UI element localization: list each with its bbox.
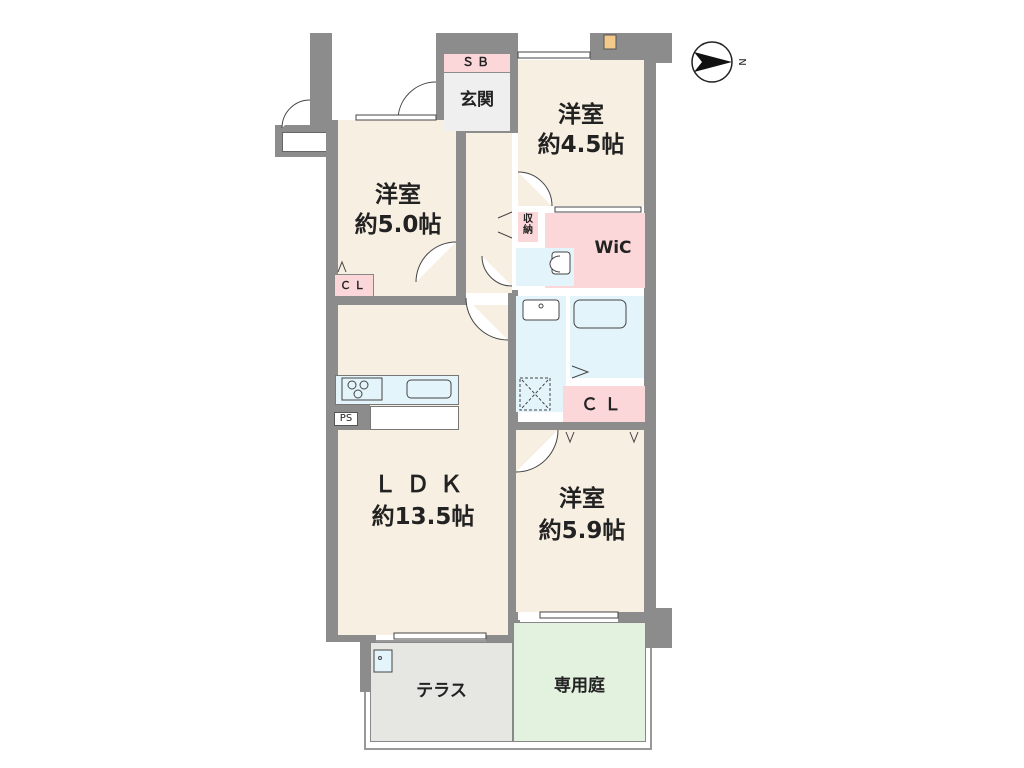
storage-label: 収納 — [518, 214, 538, 236]
wall-main-left — [326, 120, 338, 642]
wall-room59-top — [510, 422, 646, 430]
shoe-box-area — [444, 54, 510, 72]
wall-terrace-left — [360, 640, 370, 692]
wall-corridor-top — [456, 128, 466, 328]
western-room-5-9-size: 約5.9帖 — [538, 518, 626, 544]
western-room-5-0-size: 約5.0帖 — [354, 212, 442, 238]
western-room-5-0 — [338, 120, 456, 298]
private-garden-area — [513, 622, 646, 742]
western-room-5-9-name: 洋室 — [559, 486, 605, 512]
storage-area — [518, 212, 538, 242]
terrace-label: テラス — [416, 681, 467, 701]
wall-ldk-top — [326, 296, 462, 305]
terrace-area — [370, 642, 513, 742]
ldk-area — [338, 305, 508, 635]
compass-north-label: N — [736, 58, 747, 66]
compass-icon — [691, 41, 733, 83]
entrance-area — [444, 73, 510, 131]
western-room-5-0-name: 洋室 — [375, 182, 421, 208]
ldk-name: ＬＤＫ — [373, 472, 473, 498]
closet-2-label: ＣＬ — [581, 395, 627, 415]
entrance-label: 玄関 — [460, 90, 494, 110]
wall-right — [644, 55, 656, 620]
shoe-box-label: ＳＢ — [461, 55, 492, 69]
ldk-size: 約13.5帖 — [371, 504, 475, 530]
pipe-space-label: PS — [334, 412, 358, 426]
storage-text: 収納 — [523, 214, 533, 236]
private-garden-label: 専用庭 — [554, 676, 605, 696]
walk-in-closet-label: WiC — [594, 238, 632, 258]
closet-1-label: ＣＬ — [340, 279, 368, 292]
western-room-4-5-name: 洋室 — [558, 102, 604, 128]
closet-2-area — [563, 386, 645, 424]
kitchen-lower-counter — [370, 406, 459, 430]
western-room-4-5-size: 約4.5帖 — [537, 132, 625, 158]
wall-corridor-mid — [508, 290, 518, 620]
wall-left-column — [310, 33, 332, 128]
